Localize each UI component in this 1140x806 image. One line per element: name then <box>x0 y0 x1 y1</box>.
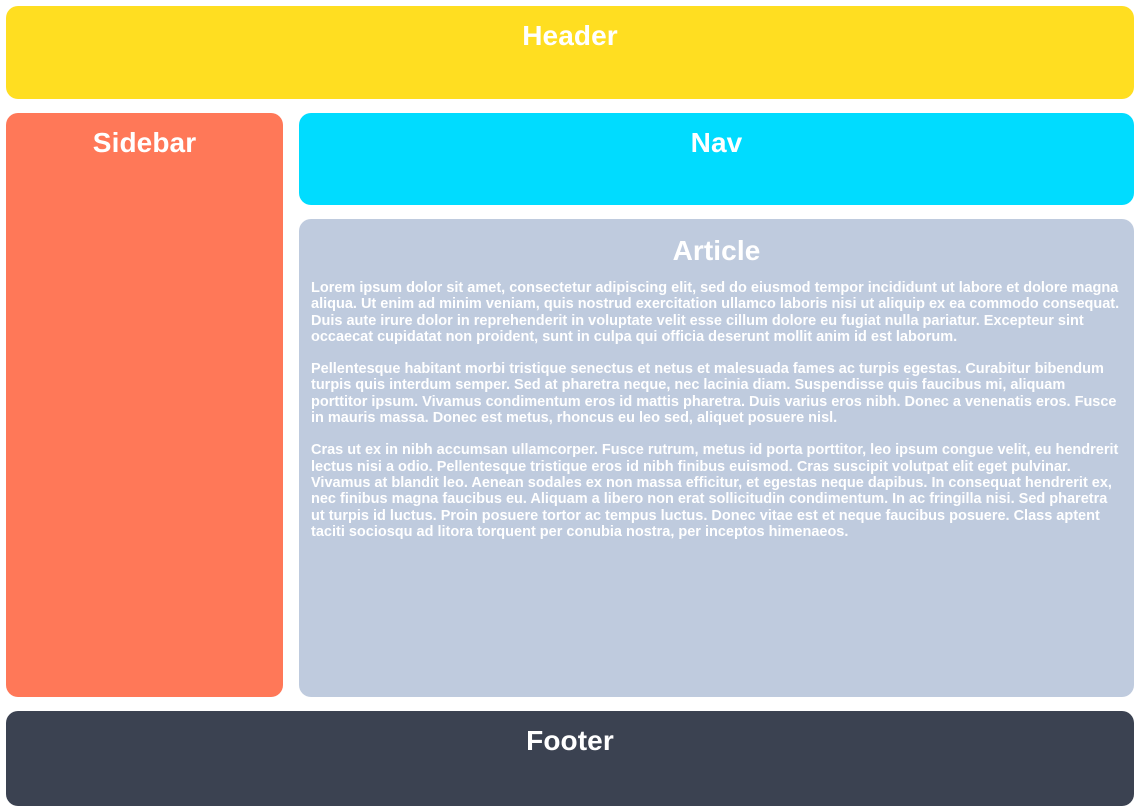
footer-region: Footer <box>6 711 1134 806</box>
nav-region: Nav <box>299 113 1134 205</box>
sidebar-title: Sidebar <box>92 127 197 158</box>
article-paragraph: Lorem ipsum dolor sit amet, consectetur … <box>311 280 1120 345</box>
header-region: Header <box>6 6 1134 99</box>
article-paragraph: Cras ut ex in nibh accumsan ullamcorper.… <box>311 442 1119 540</box>
article-body: Lorem ipsum dolor sit amet, consectetur … <box>311 280 1122 540</box>
article-region: Article Lorem ipsum dolor sit amet, cons… <box>299 219 1134 697</box>
sidebar-region: Sidebar <box>6 113 283 697</box>
article-paragraph: Pellentesque habitant morbi tristique se… <box>311 361 1117 427</box>
header-title: Header <box>522 20 618 51</box>
footer-title: Footer <box>526 725 614 756</box>
nav-title: Nav <box>690 127 743 158</box>
article-title: Article <box>672 235 761 266</box>
